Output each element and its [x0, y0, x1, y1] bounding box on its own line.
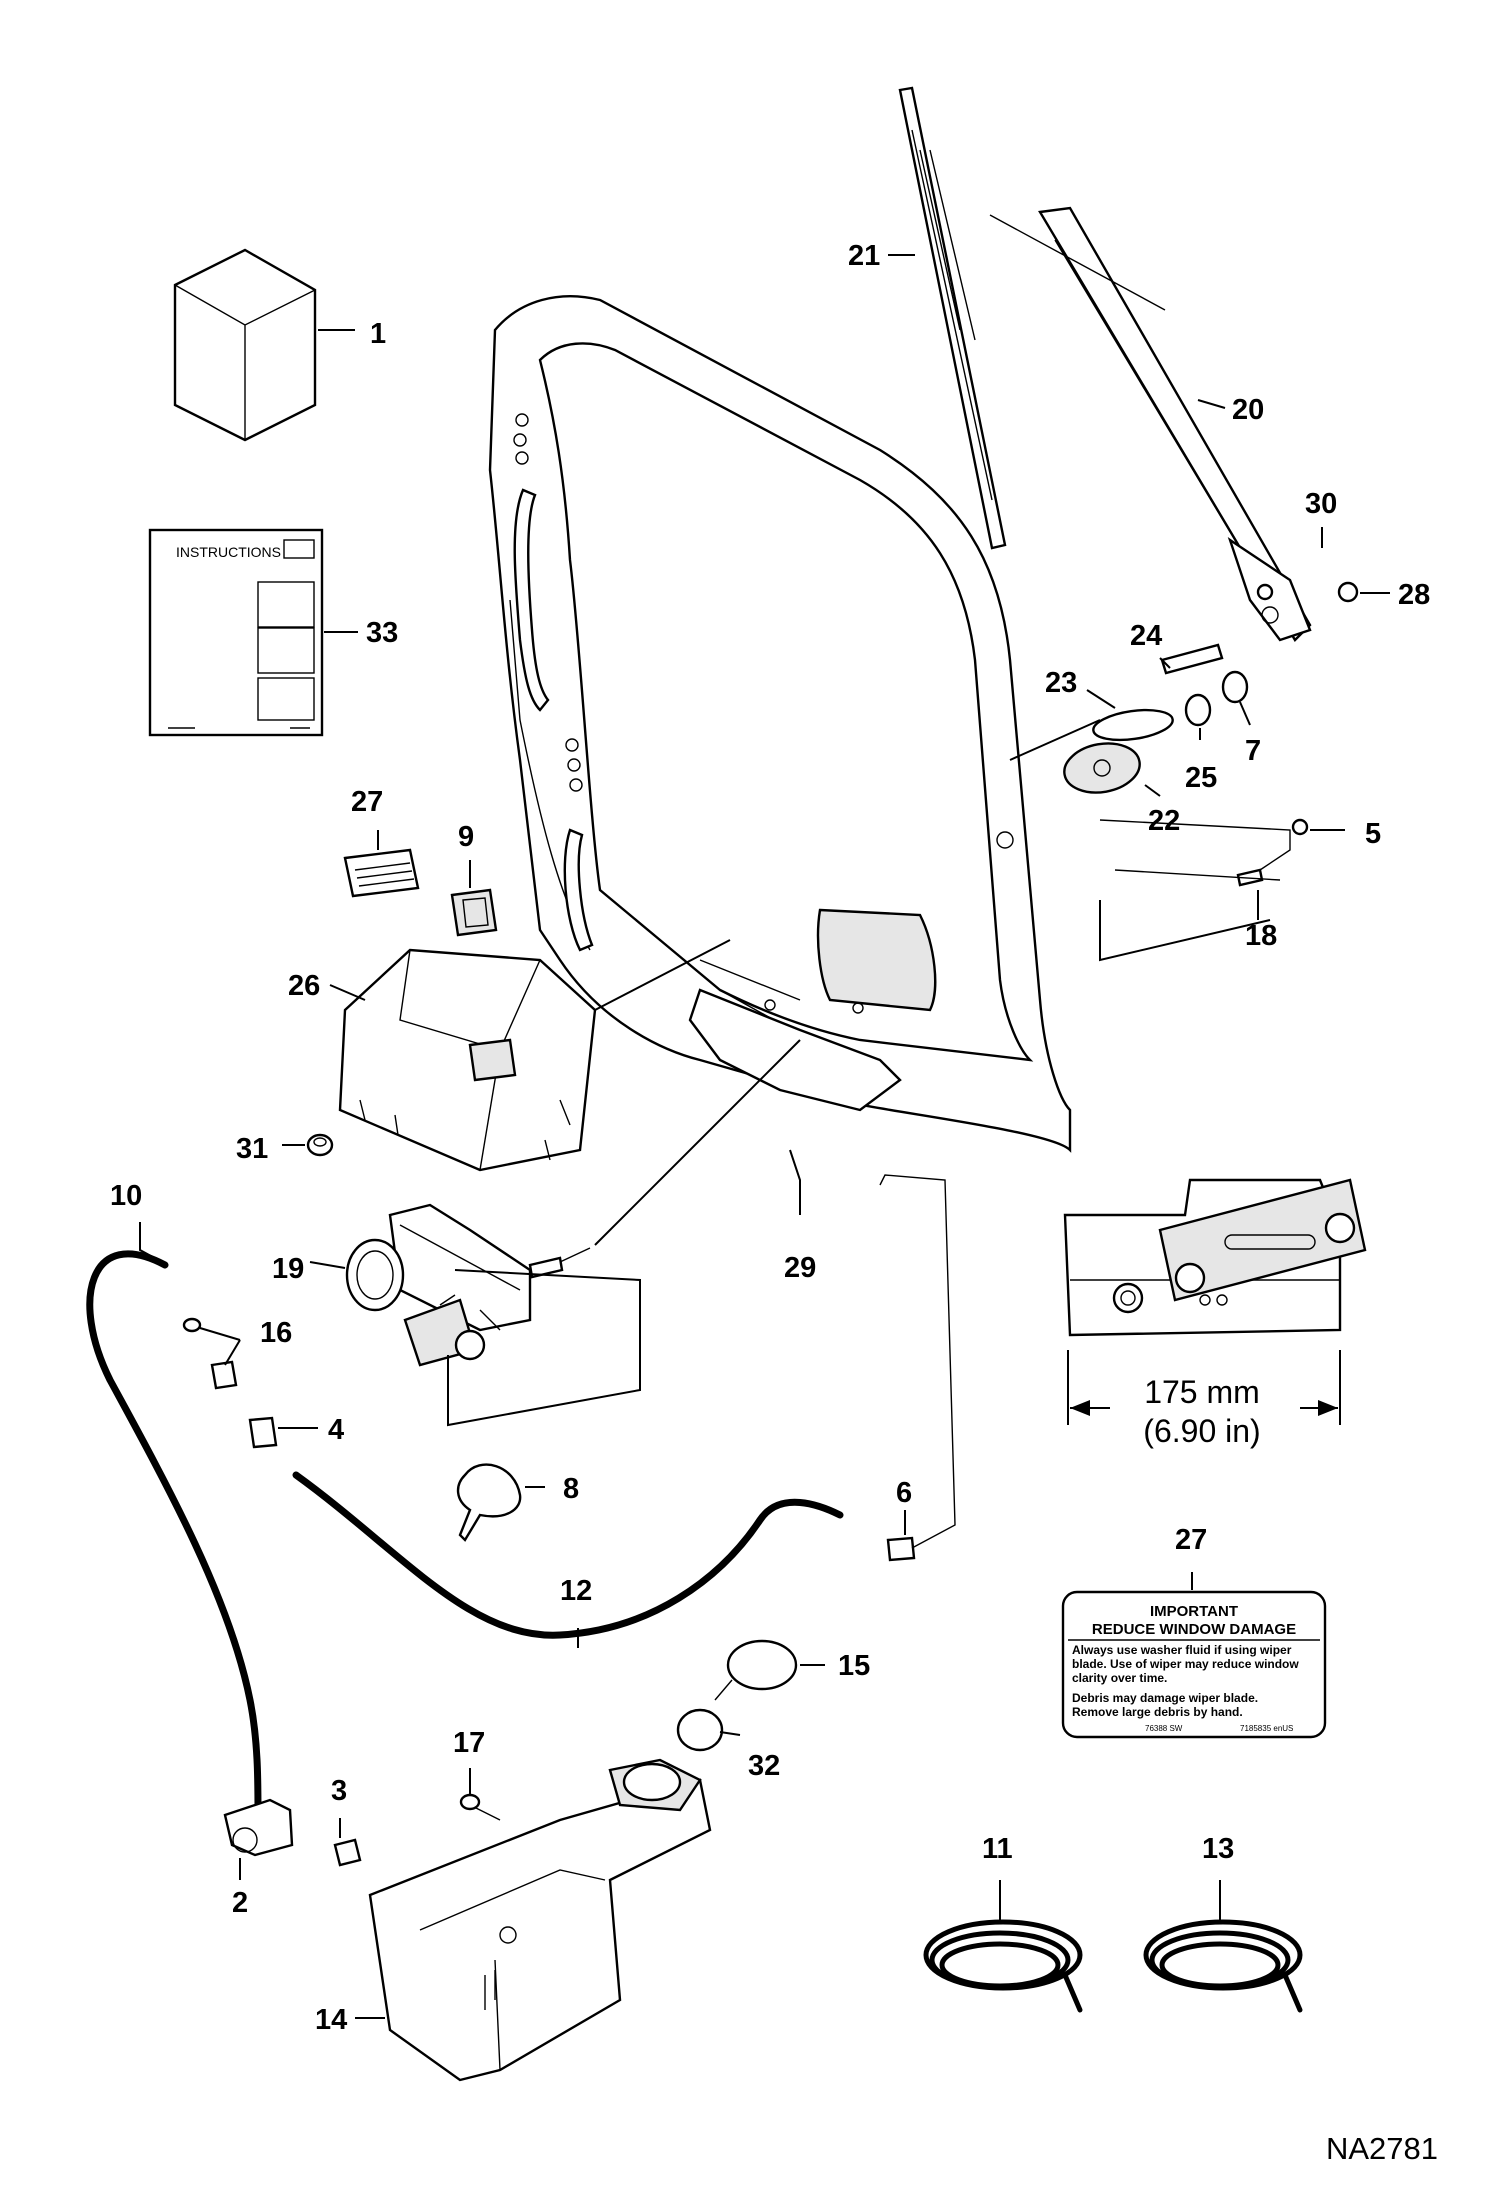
reservoir-cap: [676, 1639, 798, 1752]
bolt-17: [459, 1793, 501, 1821]
mounting-detail: [1063, 1178, 1367, 1337]
wiper-motor: [345, 1203, 591, 1367]
callout-16: 16: [260, 1317, 292, 1349]
callout-22: 22: [1148, 805, 1180, 837]
small-decal: [343, 848, 420, 898]
decal-body-2: blade. Use of wiper may reduce window: [1072, 1657, 1299, 1671]
door-frame: [488, 295, 1072, 1153]
instructions-sheet: INSTRUCTIONS: [148, 528, 324, 737]
callout-15: 15: [838, 1650, 870, 1682]
callout-13: 13: [1202, 1833, 1234, 1865]
callout-20: 20: [1232, 394, 1264, 426]
hose-coil-11: [923, 1919, 1083, 2013]
tee-fitting: [223, 1798, 362, 1867]
decal-heading-2: REDUCE WINDOW DAMAGE: [1092, 1621, 1296, 1638]
cable-tie: [456, 1463, 522, 1542]
callout-5: 5: [1365, 818, 1381, 850]
decal-body-5: Remove large debris by hand.: [1072, 1705, 1243, 1719]
decal-body-1: Always use washer fluid if using wiper: [1072, 1643, 1292, 1657]
dimension-imperial: (6.90 in): [1143, 1413, 1260, 1449]
callout-19: 19: [272, 1253, 304, 1285]
pivot-hardware: [1063, 581, 1359, 887]
callout-10: 10: [110, 1180, 142, 1212]
callout-7: 7: [1245, 735, 1261, 767]
callout-14: 14: [315, 2004, 347, 2036]
callout-29: 29: [784, 1252, 816, 1284]
dimension-metric: 175 mm: [1144, 1374, 1260, 1410]
callout-2: 2: [232, 1887, 248, 1919]
callout-12: 12: [560, 1575, 592, 1607]
decal-code-right: 7185835 enUS: [1240, 1724, 1293, 1733]
callout-6: 6: [896, 1477, 912, 1509]
decal-body-3: clarity over time.: [1072, 1671, 1167, 1685]
motor-cover: [338, 948, 597, 1172]
callout-17: 17: [453, 1727, 485, 1759]
drawing-number: NA2781: [1326, 2131, 1438, 2166]
callout-18: 18: [1245, 920, 1277, 952]
rocker-switch: [450, 888, 498, 937]
callout-numbers: 1 33 27 9 26 31 10 19 16 4 8 6 12 15 17 …: [110, 240, 1430, 2036]
callout-21: 21: [848, 240, 880, 272]
callout-9: 9: [458, 821, 474, 853]
callout-11: 11: [982, 1833, 1013, 1865]
decal-body-4: Debris may damage wiper blade.: [1072, 1691, 1258, 1705]
callout-8: 8: [563, 1473, 579, 1505]
callout-4: 4: [328, 1414, 344, 1446]
callout-32: 32: [748, 1750, 780, 1782]
callout-27-small: 27: [351, 786, 383, 818]
callout-33: 33: [366, 617, 398, 649]
callout-30: 30: [1305, 488, 1337, 520]
callout-1: 1: [370, 318, 386, 350]
callout-25: 25: [1185, 762, 1217, 794]
window-damage-decal: IMPORTANT REDUCE WINDOW DAMAGE Always us…: [1061, 1590, 1327, 1739]
callout-24: 24: [1130, 620, 1162, 652]
leader-lines: [139, 254, 1390, 2019]
decal-heading-1: IMPORTANT: [1150, 1603, 1238, 1620]
fittings: [182, 1174, 956, 1562]
hose-coil-13: [1143, 1919, 1303, 2013]
callout-28: 28: [1398, 579, 1430, 611]
instructions-title: INSTRUCTIONS: [176, 544, 281, 560]
callout-23: 23: [1045, 667, 1077, 699]
callout-27-decal: 27: [1175, 1524, 1207, 1556]
wiper-blade: [898, 86, 1007, 550]
callout-31: 31: [236, 1133, 268, 1165]
washer-hose-upper: [86, 1250, 844, 1819]
box-part: [173, 248, 317, 442]
washer-reservoir: [368, 1758, 712, 2082]
nut-31: [306, 1133, 334, 1157]
dimension-lines: 175 mm (6.90 in): [1067, 1350, 1341, 1449]
decal-code-left: 76388 SW: [1145, 1724, 1183, 1733]
callout-3: 3: [331, 1775, 347, 1807]
callout-26: 26: [288, 970, 320, 1002]
